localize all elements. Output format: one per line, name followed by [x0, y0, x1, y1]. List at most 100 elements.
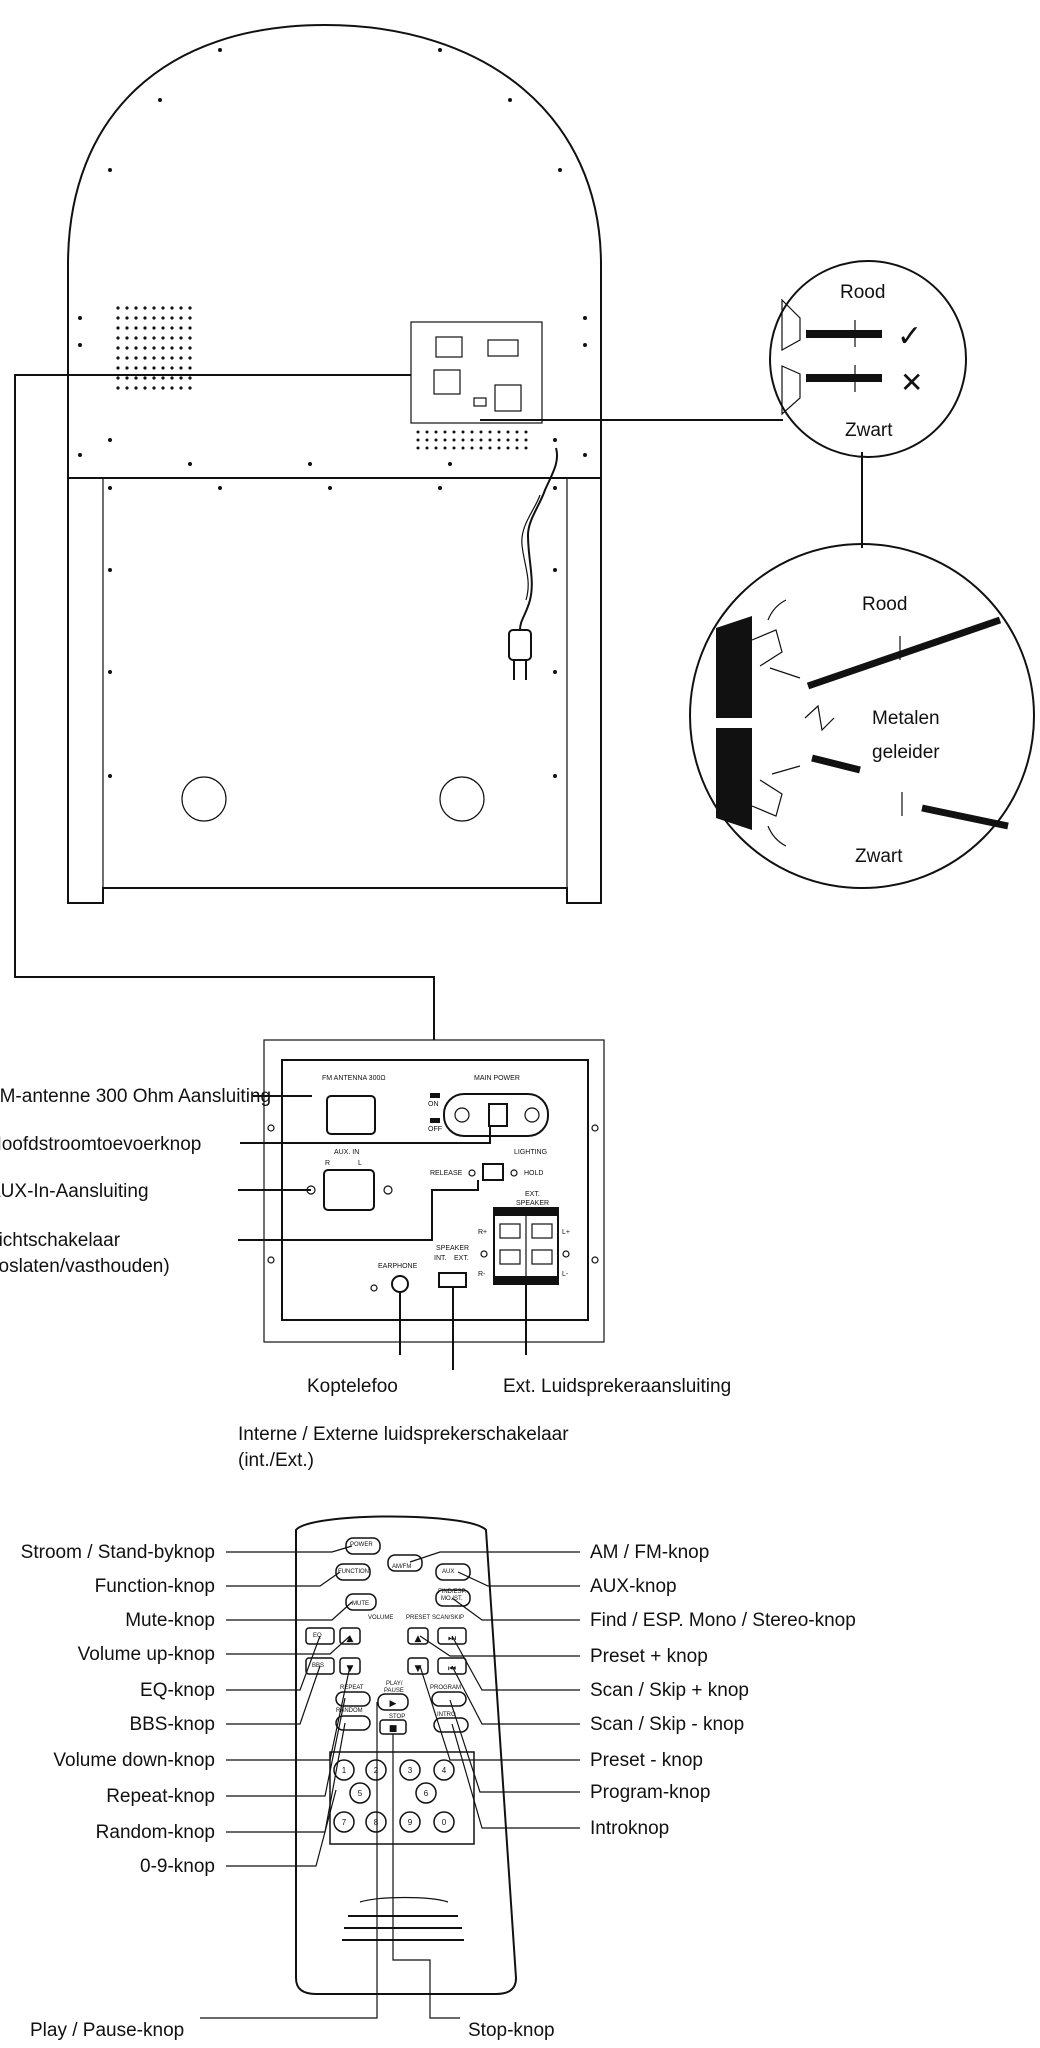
screw [553, 438, 557, 442]
digit-3-button[interactable] [399, 1759, 421, 1781]
grille-hole [461, 430, 465, 434]
screw [78, 343, 82, 347]
screw [108, 774, 112, 778]
int-label: INT. [434, 1255, 447, 1262]
repeat-button[interactable] [335, 1691, 371, 1707]
rood-label-2: Rood [862, 594, 907, 615]
key-label-program: PROGRAM [430, 1685, 461, 1691]
screw [188, 462, 192, 466]
grille-hole [188, 386, 192, 390]
ext-speaker-label-2: SPEAKER [516, 1200, 549, 1207]
grille-hole [116, 316, 120, 320]
grille-hole [488, 446, 492, 450]
grille-hole [152, 316, 156, 320]
digit-1-button[interactable] [333, 1759, 355, 1781]
grille-hole [134, 306, 138, 310]
screw [108, 486, 112, 490]
screw [553, 568, 557, 572]
digit-label: 1 [342, 1766, 347, 1775]
digit-2-button[interactable] [365, 1759, 387, 1781]
power-button[interactable] [345, 1537, 381, 1555]
main-power-label: MAIN POWER [474, 1075, 520, 1082]
screw [583, 343, 587, 347]
l-plus-label: L+ [562, 1229, 570, 1236]
grille-hole [434, 438, 438, 442]
key-glyph-icon: ▼ [415, 1664, 422, 1674]
aux-button[interactable] [435, 1563, 471, 1581]
digit-7-button[interactable] [333, 1811, 355, 1833]
earphone-jack[interactable] [391, 1275, 409, 1293]
grille-hole [161, 376, 165, 380]
remote-right-label: Find / ESP. Mono / Stereo-knop [590, 1610, 856, 1631]
grille-hole [497, 430, 501, 434]
grille-hole [152, 356, 156, 360]
mute-button[interactable] [345, 1593, 377, 1611]
speaker-label: SPEAKER [436, 1245, 469, 1252]
grille-hole [134, 336, 138, 340]
grille-hole [188, 336, 192, 340]
grille-hole [188, 316, 192, 320]
grille-hole [524, 446, 528, 450]
grille-hole [170, 376, 174, 380]
screw [158, 98, 162, 102]
digit-label: 3 [408, 1766, 413, 1775]
grille-hole [188, 326, 192, 330]
grille-hole [479, 446, 483, 450]
aux-in-socket[interactable] [323, 1169, 375, 1211]
grille-hole [179, 356, 183, 360]
digit-8-button[interactable] [365, 1811, 387, 1833]
key-glyph-icon: ⏭ [448, 1634, 456, 1644]
digit-9-button[interactable] [399, 1811, 421, 1833]
grille-hole [161, 346, 165, 350]
aux-l-label: L [358, 1160, 362, 1167]
main-power-button[interactable] [488, 1103, 508, 1127]
preset-up-button[interactable] [407, 1627, 429, 1645]
grille-hole [125, 386, 129, 390]
grille-hole [506, 430, 510, 434]
fm-antenna-socket[interactable] [326, 1095, 376, 1135]
grille-hole [461, 446, 465, 450]
remote-callout-lines [200, 1545, 580, 2019]
screw [558, 168, 562, 172]
grille-hole [143, 376, 147, 380]
lighting-switch[interactable] [482, 1163, 504, 1181]
preset-down-button[interactable] [407, 1657, 429, 1675]
screw [328, 486, 332, 490]
grille-hole [416, 430, 420, 434]
digit-6-button[interactable] [415, 1782, 437, 1804]
cross-icon: ✕ [900, 366, 923, 399]
digit-5-button[interactable] [349, 1782, 371, 1804]
key-label-preset: PRESET [406, 1615, 430, 1621]
earphone-label: EARPHONE [378, 1263, 418, 1270]
key-glyph-icon: ▲ [415, 1634, 422, 1644]
key-label-find: FIND/ESP. [438, 1589, 467, 1595]
function-button[interactable] [335, 1563, 371, 1581]
screw [218, 48, 222, 52]
grille-hole [116, 376, 120, 380]
digit-0-button[interactable] [433, 1811, 455, 1833]
grille-hole [479, 438, 483, 442]
callout-aux-in: AUX-In-Aansluiting [0, 1181, 149, 1202]
remote-left-label: Random-knop [96, 1822, 215, 1843]
grille-hole [479, 430, 483, 434]
grille-hole [416, 446, 420, 450]
key-glyph-icon: ■ [389, 1724, 398, 1734]
remote-right-label: AUX-knop [590, 1576, 677, 1597]
grille-hole [524, 430, 528, 434]
grille-hole [152, 376, 156, 380]
grille-hole [488, 438, 492, 442]
grille-hole [179, 306, 183, 310]
play-pause-button[interactable] [377, 1693, 409, 1711]
amfm-button[interactable] [387, 1554, 423, 1572]
grille-hole [188, 366, 192, 370]
grille-hole [125, 316, 129, 320]
grille-hole [443, 438, 447, 442]
speaker-switch[interactable] [438, 1272, 467, 1288]
grille-hole [170, 366, 174, 370]
digit-4-button[interactable] [433, 1759, 455, 1781]
screw [108, 568, 112, 572]
jukebox-back [14, 23, 863, 1040]
program-button[interactable] [431, 1691, 467, 1707]
grille-hole [125, 326, 129, 330]
grille-hole [170, 356, 174, 360]
